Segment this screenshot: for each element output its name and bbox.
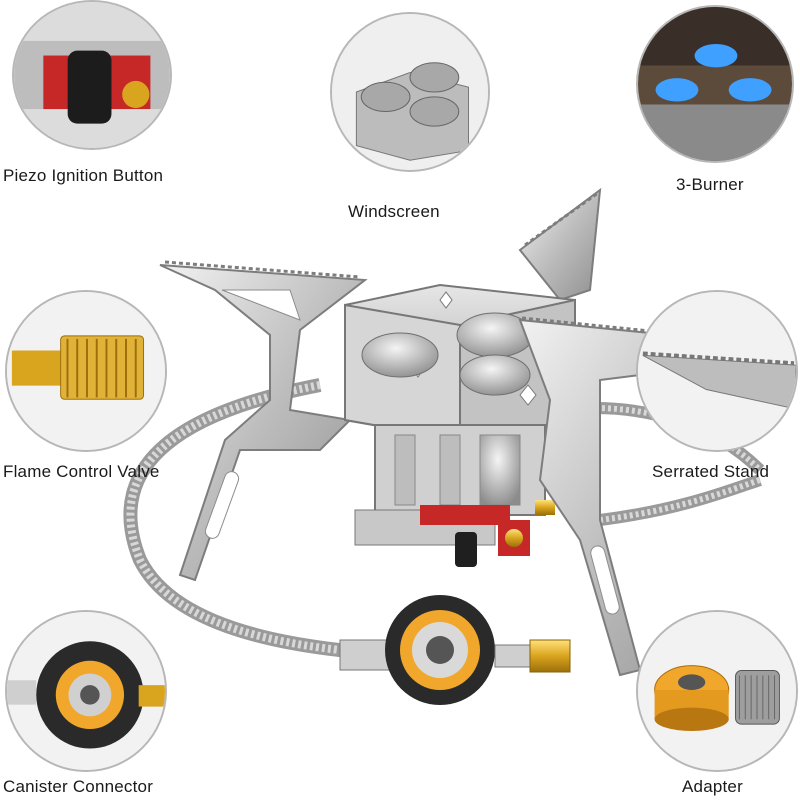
canister-connector-closeup bbox=[5, 610, 167, 772]
flame-control-valve-label: Flame Control Valve bbox=[3, 462, 160, 481]
flame-control-valve-closeup bbox=[5, 290, 167, 452]
adapter-closeup bbox=[636, 610, 798, 772]
windscreen-closeup bbox=[330, 12, 490, 172]
stove-body bbox=[354, 424, 555, 567]
serrated-stand-label: Serrated Stand bbox=[652, 462, 770, 481]
piezo-ignition-closeup bbox=[12, 0, 172, 150]
windscreen-label: Windscreen bbox=[348, 202, 440, 221]
serrated-stand-closeup bbox=[636, 290, 798, 452]
piezo-ignition-label: Piezo Ignition Button bbox=[3, 166, 164, 185]
canister-connector-on-hose bbox=[339, 595, 571, 705]
canister-connector-label: Canister Connector bbox=[3, 777, 154, 796]
adapter-label: Adapter bbox=[682, 777, 743, 796]
burner-heads bbox=[361, 312, 534, 396]
rear-support-leg bbox=[518, 187, 602, 302]
three-burner-closeup bbox=[636, 5, 794, 163]
left-support-leg bbox=[159, 260, 368, 582]
three-burner-label: 3-Burner bbox=[676, 175, 744, 194]
